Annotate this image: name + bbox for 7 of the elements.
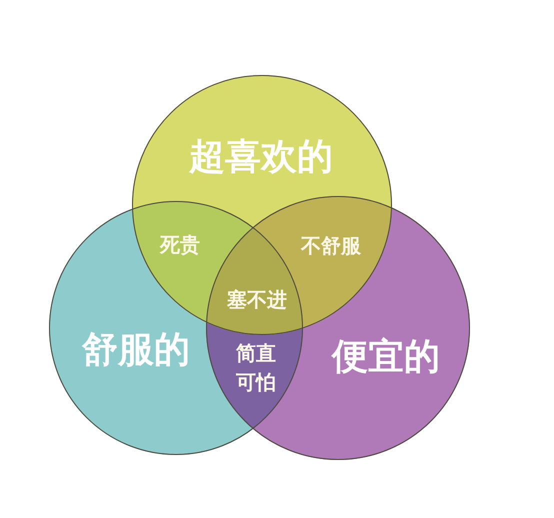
region-label: 死贵	[160, 232, 200, 258]
circle-label: 便宜的	[332, 335, 440, 379]
region-label: 塞不进	[227, 286, 287, 314]
circle-label: 舒服的	[82, 328, 190, 372]
region-label: 不舒服	[301, 232, 361, 260]
region-label: 简直可怕	[236, 340, 276, 396]
circle-label: 超喜欢的	[189, 135, 333, 179]
